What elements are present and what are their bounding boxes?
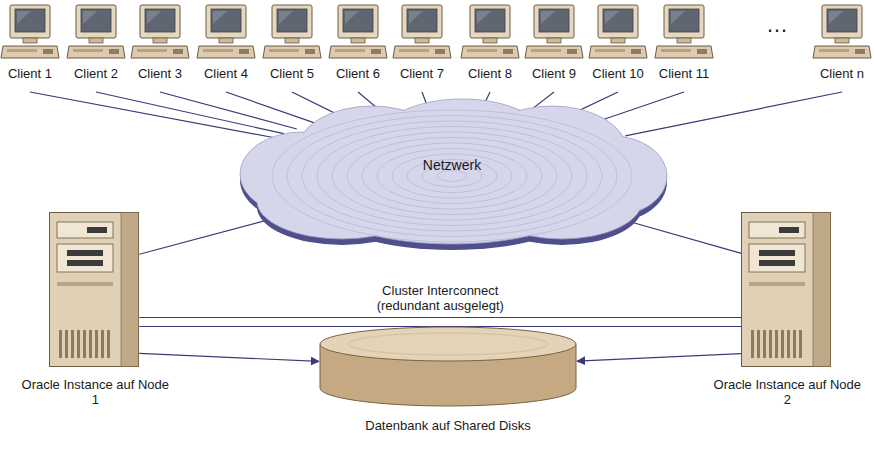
- ellipsis-label: …: [766, 14, 788, 36]
- node-label: Oracle Instance auf Node 1: [19, 377, 171, 407]
- node-label: Datenbank auf Shared Disks: [318, 418, 578, 433]
- network-link: [160, 92, 297, 129]
- network-link: [625, 92, 842, 136]
- computer-icon: [193, 2, 259, 64]
- node-label: Client 4: [193, 66, 259, 81]
- computer-icon: [0, 2, 63, 64]
- computer-icon: [585, 2, 651, 64]
- network-link: [30, 92, 275, 138]
- client-computer: Client 1: [0, 2, 63, 92]
- node-label: Client 7: [389, 66, 455, 81]
- client-computer: Client 2: [63, 2, 129, 92]
- client-computer: Client 6: [325, 2, 391, 92]
- client-computer: Client 8: [457, 2, 523, 92]
- connector-line: [30, 92, 275, 138]
- node-label: Client 9: [521, 66, 587, 81]
- client-computer: Client 11: [651, 2, 717, 92]
- connector-line: [139, 353, 319, 361]
- node-label: Oracle Instance auf Node 2: [711, 377, 863, 407]
- node-label: Client 3: [127, 66, 193, 81]
- node-label: Client 2: [63, 66, 129, 81]
- computer-icon: [325, 2, 391, 64]
- client-computer: Client 7: [389, 2, 455, 92]
- database-node: Datenbank auf Shared Disks: [318, 326, 578, 444]
- server-node: Oracle Instance auf Node 2: [711, 212, 863, 417]
- client-computer: Client 4: [193, 2, 259, 92]
- server-node: Oracle Instance auf Node 1: [19, 212, 171, 417]
- client-computer: Client n: [809, 2, 874, 92]
- node-label: Client n: [809, 66, 874, 81]
- network-link: [139, 216, 281, 254]
- network-link: [618, 218, 742, 253]
- access-arrow: [577, 354, 741, 362]
- connector-line: [139, 216, 281, 254]
- computer-icon: [259, 2, 325, 64]
- node-label: Client 8: [457, 66, 523, 81]
- access-arrow: [139, 353, 319, 361]
- computer-icon: [127, 2, 193, 64]
- server-tower: [741, 212, 831, 367]
- node-label: Client 1: [0, 66, 63, 81]
- client-computer: Client 10: [585, 2, 651, 92]
- node-label: Client 10: [585, 66, 651, 81]
- connector-line: [618, 218, 742, 253]
- connector-line: [625, 92, 842, 136]
- node-label: Client 11: [651, 66, 717, 81]
- computer-icon: [457, 2, 523, 64]
- connector-line: [577, 354, 741, 362]
- connector-line: [139, 317, 741, 318]
- connector-line: [96, 92, 284, 134]
- computer-icon: [389, 2, 455, 64]
- computer-icon: [651, 2, 717, 64]
- node-label: Client 5: [259, 66, 325, 81]
- network-cloud-node: Netzwerk: [232, 96, 672, 246]
- connector-line: [160, 92, 297, 129]
- disk-cylinder: [318, 326, 578, 408]
- network-link: [139, 318, 741, 327]
- node-label: Client 6: [325, 66, 391, 81]
- computer-icon: [521, 2, 587, 64]
- client-computer: Client 9: [521, 2, 587, 92]
- client-computer: Client 5: [259, 2, 325, 92]
- computer-icon: [63, 2, 129, 64]
- server-tower: [49, 212, 139, 367]
- link-label: Cluster Interconnect (redundant ausgeleg…: [357, 283, 523, 313]
- network-label: Netzwerk: [232, 158, 672, 173]
- network-link: [96, 92, 284, 134]
- client-computer: Client 3: [127, 2, 193, 92]
- computer-icon: [809, 2, 874, 64]
